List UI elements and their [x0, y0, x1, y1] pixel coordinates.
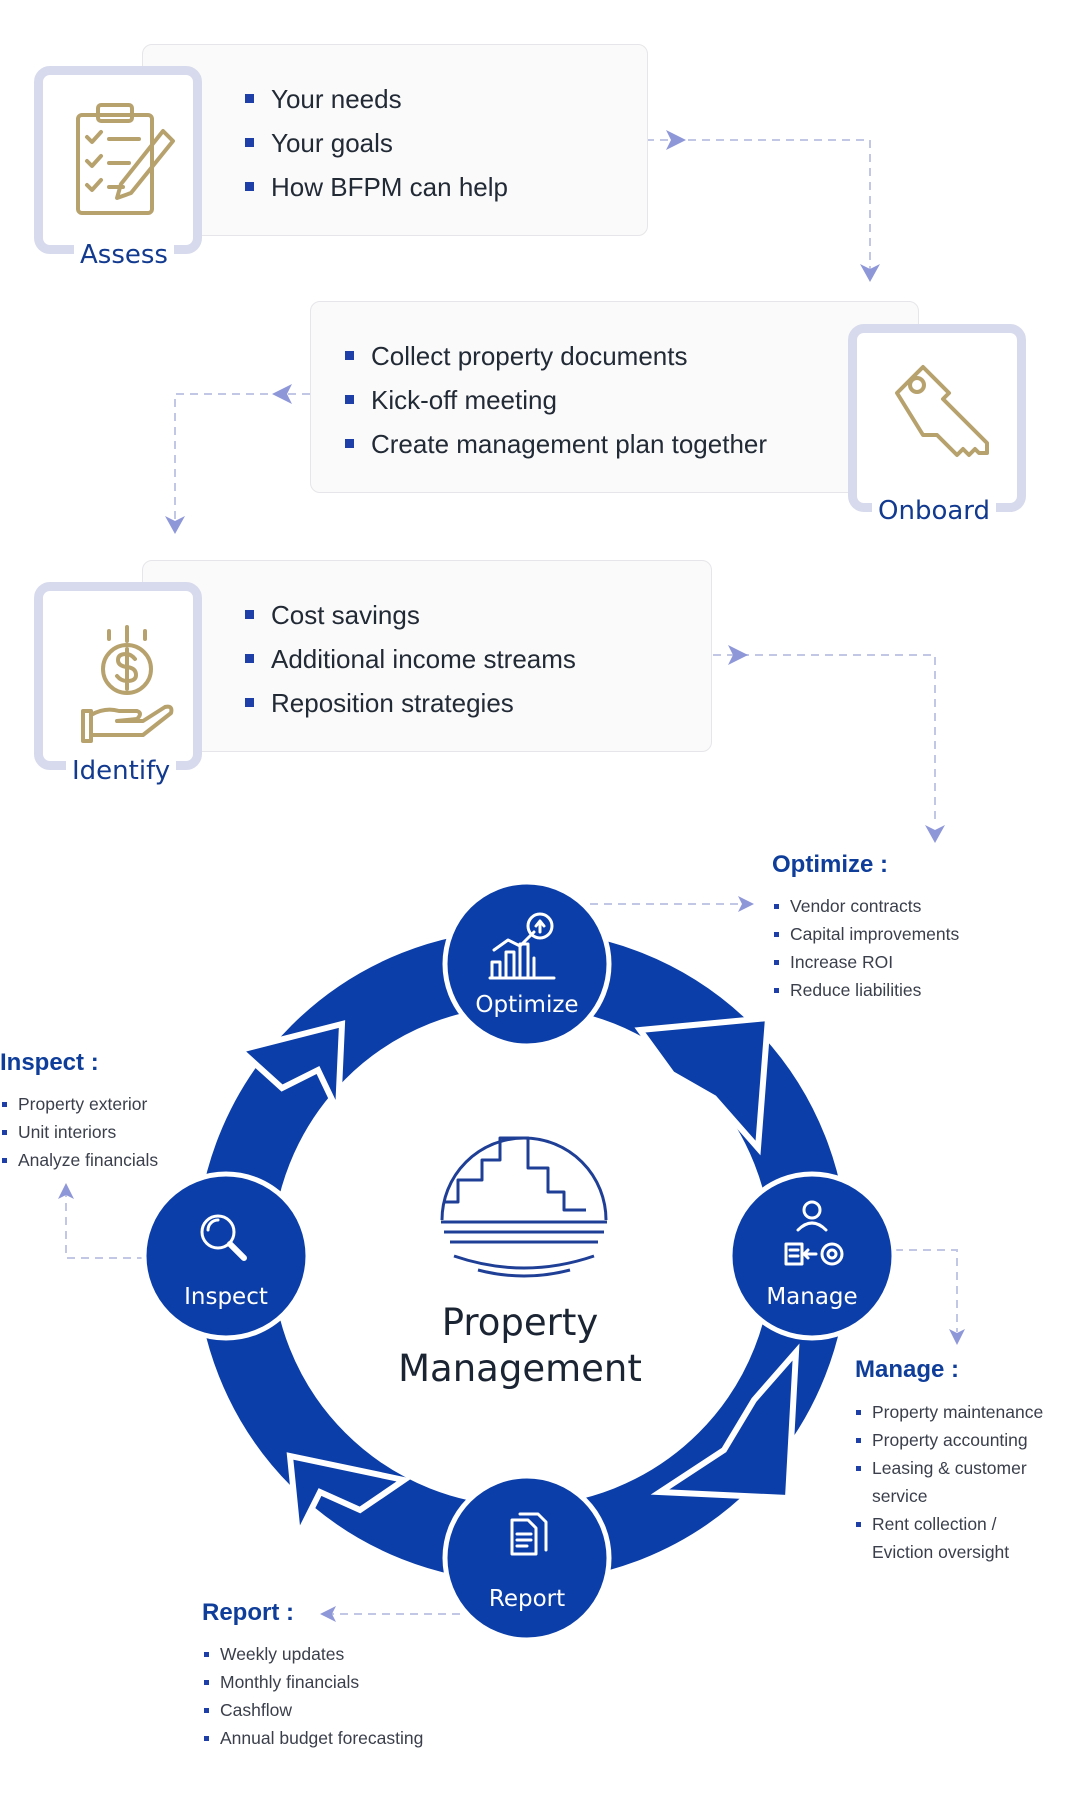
report-detail-item: Weekly updates — [204, 1640, 423, 1668]
center-title-line-2: Management — [398, 1347, 642, 1390]
clipboard-checklist-icon — [76, 103, 175, 215]
inspect-detail-item: Analyze financials — [2, 1146, 158, 1174]
optimize-detail-title: Optimize : — [772, 851, 889, 878]
identify-item: Additional income streams — [245, 637, 576, 681]
arrowhead-left-2 — [320, 1606, 336, 1622]
manage-detail-item: Leasing & customer service — [856, 1454, 1052, 1510]
manage-detail-item: Property accounting — [856, 1426, 1072, 1454]
onboard-item: Create management plan together — [345, 422, 767, 466]
optimize-node-label: Optimize — [475, 992, 579, 1018]
identify-label: Identify — [66, 756, 177, 786]
team-management-icon — [784, 1200, 844, 1266]
report-detail-item: Annual budget forecasting — [204, 1724, 423, 1752]
growth-chart-icon — [488, 912, 556, 980]
assess-item: Your needs — [245, 77, 508, 121]
assess-card: Your needs Your goals How BFPM can help — [142, 44, 648, 236]
optimize-detail-item: Increase ROI — [774, 948, 959, 976]
manage-detail-item: Rent collection / Eviction oversight — [856, 1510, 1042, 1566]
report-detail-title: Report : — [202, 1599, 294, 1626]
arrowhead-down-3 — [925, 825, 945, 843]
arrowhead-down-4 — [949, 1329, 965, 1345]
report-detail-list: Weekly updates Monthly financials Cashfl… — [204, 1640, 423, 1752]
arrowhead-left-1 — [272, 384, 292, 404]
inspect-node[interactable] — [141, 1171, 311, 1341]
onboard-card: Collect property documents Kick-off meet… — [310, 301, 919, 493]
key-icon — [895, 365, 989, 457]
onboard-item: Collect property documents — [345, 334, 767, 378]
inspect-detail-title: Inspect : — [0, 1049, 99, 1076]
manage-node[interactable] — [727, 1171, 897, 1341]
onboard-label: Onboard — [872, 496, 997, 526]
inspect-node-label: Inspect — [184, 1284, 268, 1310]
arrowhead-right-1 — [666, 130, 686, 150]
inspect-detail-item: Property exterior — [2, 1090, 158, 1118]
onboard-icon-frame — [848, 324, 1026, 512]
assess-label: Assess — [74, 240, 174, 270]
cycle-arrowhead-ne — [634, 1014, 772, 1156]
report-node[interactable] — [442, 1473, 612, 1643]
assess-item: How BFPM can help — [245, 165, 508, 209]
arrowhead-down-1 — [860, 264, 880, 282]
report-detail-item: Cashflow — [204, 1696, 423, 1724]
cycle-arrowhead-nw — [233, 1020, 346, 1114]
report-document-icon — [510, 1512, 548, 1556]
arrowhead-right-2 — [728, 645, 748, 665]
manage-node-label: Manage — [766, 1284, 858, 1310]
onboard-item: Kick-off meeting — [345, 378, 767, 422]
cycle-arrowhead-se — [650, 1343, 800, 1502]
identify-item: Reposition strategies — [245, 681, 576, 725]
cycle-arrowhead-sw — [286, 1452, 412, 1547]
arrowhead-right-3 — [738, 896, 754, 912]
center-title: Property Management — [380, 1300, 660, 1392]
arrowhead-down-2 — [165, 516, 185, 534]
manage-detail-title: Manage : — [855, 1356, 960, 1383]
arrowhead-up-1 — [58, 1183, 74, 1199]
manage-detail-item: Property maintenance — [856, 1398, 1072, 1426]
optimize-detail-item: Capital improvements — [774, 920, 959, 948]
inspect-detail-item: Unit interiors — [2, 1118, 158, 1146]
manage-detail-list: Property maintenance Property accounting… — [856, 1398, 1072, 1566]
money-hand-icon — [81, 625, 174, 743]
report-node-label: Report — [488, 1586, 566, 1612]
center-title-line-1: Property — [441, 1301, 599, 1344]
inspect-detail-list: Property exterior Unit interiors Analyze… — [2, 1090, 158, 1174]
magnifier-icon — [200, 1214, 247, 1261]
identify-item: Cost savings — [245, 593, 576, 637]
assess-item: Your goals — [245, 121, 508, 165]
report-detail-item: Monthly financials — [204, 1668, 423, 1696]
assess-icon-frame — [34, 66, 202, 254]
optimize-detail-item: Reduce liabilities — [774, 976, 959, 1004]
city-skyline-icon — [440, 1136, 608, 1278]
identify-card: Cost savings Additional income streams R… — [142, 560, 712, 752]
optimize-detail-item: Vendor contracts — [774, 892, 959, 920]
optimize-detail-list: Vendor contracts Capital improvements In… — [774, 892, 959, 1004]
